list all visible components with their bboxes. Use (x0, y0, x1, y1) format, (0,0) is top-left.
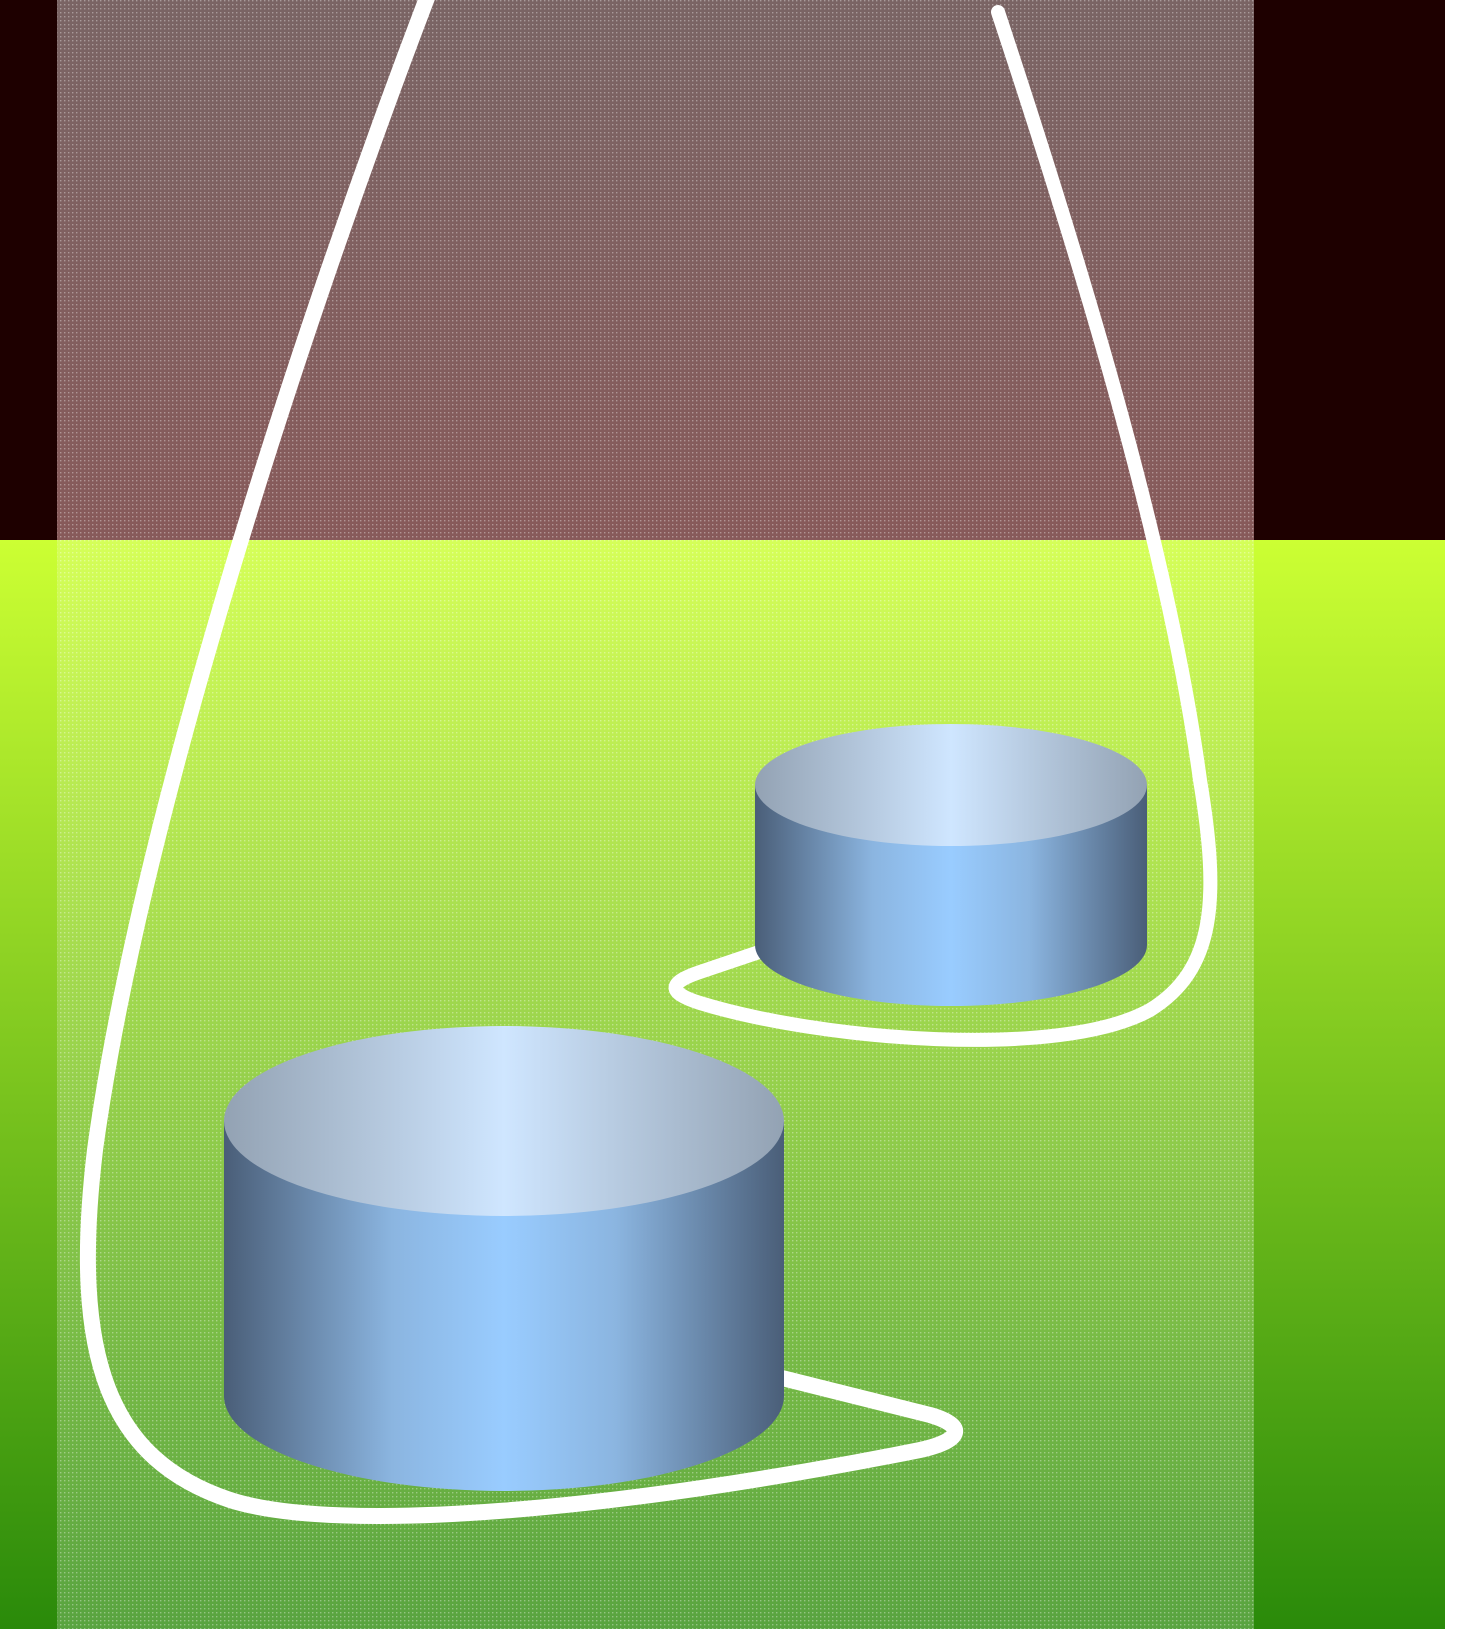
small-cylinder (755, 724, 1147, 1006)
large-cylinder (224, 1026, 784, 1491)
tubing-loop (668, 5, 1218, 1047)
small-cylinder-top (755, 724, 1147, 846)
large-cylinder-side (224, 1121, 784, 1491)
large-cylinder-top (224, 1026, 784, 1216)
flask-outline (79, 0, 963, 1524)
small-cylinder-side (755, 785, 1147, 1006)
